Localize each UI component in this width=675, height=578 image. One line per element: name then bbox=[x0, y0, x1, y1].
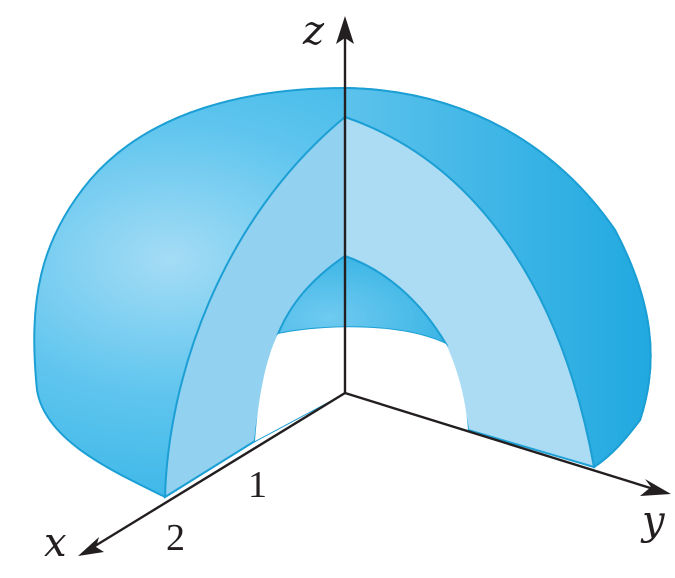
tick-label-inner-radius: 1 bbox=[248, 464, 267, 506]
x-axis-line bbox=[89, 391, 346, 551]
axes bbox=[89, 35, 661, 551]
y-axis-label: y bbox=[640, 498, 666, 544]
z-axis-label: z bbox=[302, 8, 325, 54]
y-axis-line bbox=[344, 391, 661, 493]
x-axis-label: x bbox=[44, 520, 67, 566]
tick-label-outer-radius: 2 bbox=[166, 517, 185, 559]
hollow-cavity bbox=[255, 327, 468, 441]
y-axis-arrow-icon bbox=[640, 479, 671, 496]
x-axis-arrow-icon bbox=[78, 537, 104, 556]
z-axis-arrow-icon bbox=[336, 16, 354, 44]
